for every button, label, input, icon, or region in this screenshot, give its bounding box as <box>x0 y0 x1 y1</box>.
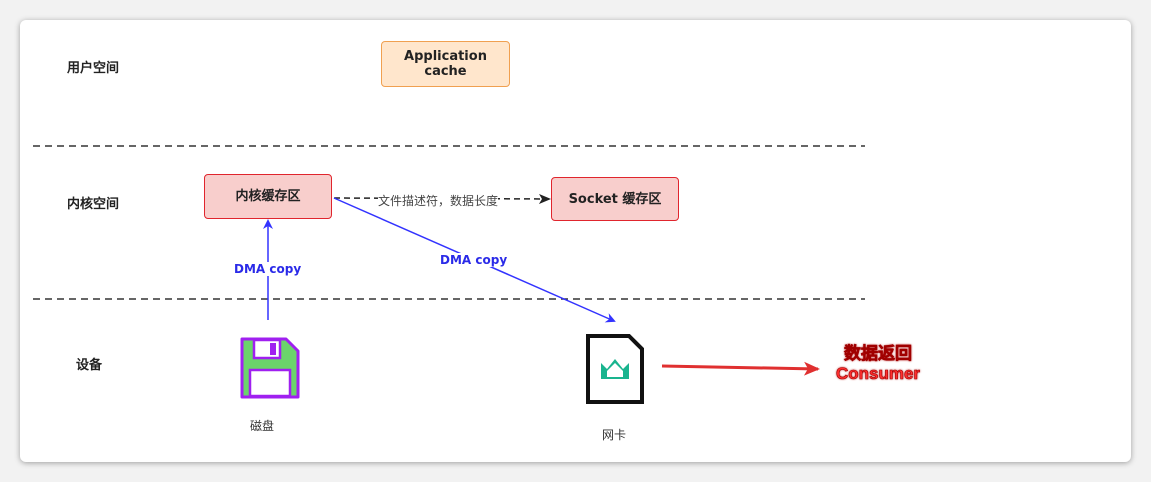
socket-buffer-box: Socket 缓存区 <box>551 177 679 221</box>
fd-length-label: 文件描述符，数据长度 <box>378 192 499 209</box>
application-cache-label: Application cache <box>404 49 487 79</box>
kernel-buffer-label: 内核缓存区 <box>235 189 301 204</box>
dma-copy-nic-label: DMA copy <box>438 253 510 267</box>
return-arrow-nic-to-consumer <box>661 361 820 376</box>
fd-arrow-kernel-to-socket <box>333 193 551 204</box>
floppy-disk-icon <box>240 337 300 403</box>
consumer-label: Consumer <box>835 364 921 384</box>
socket-buffer-label: Socket 缓存区 <box>568 191 662 207</box>
layer-label-kernel: 内核空间 <box>67 197 120 212</box>
network-card-icon <box>585 333 645 409</box>
application-cache-box: Application cache <box>381 41 510 87</box>
layer-label-user: 用户空间 <box>67 61 120 76</box>
data-return-consumer: 数据返回 Consumer <box>828 344 928 384</box>
kernel-buffer-box: 内核缓存区 <box>204 174 332 219</box>
diagram-card <box>20 20 1131 462</box>
disk-caption: 磁盘 <box>250 419 275 433</box>
dma-copy-disk-label: DMA copy <box>232 262 304 276</box>
data-return-label: 数据返回 <box>844 344 913 365</box>
layer-label-device: 设备 <box>76 358 103 373</box>
nic-caption: 网卡 <box>602 428 627 442</box>
